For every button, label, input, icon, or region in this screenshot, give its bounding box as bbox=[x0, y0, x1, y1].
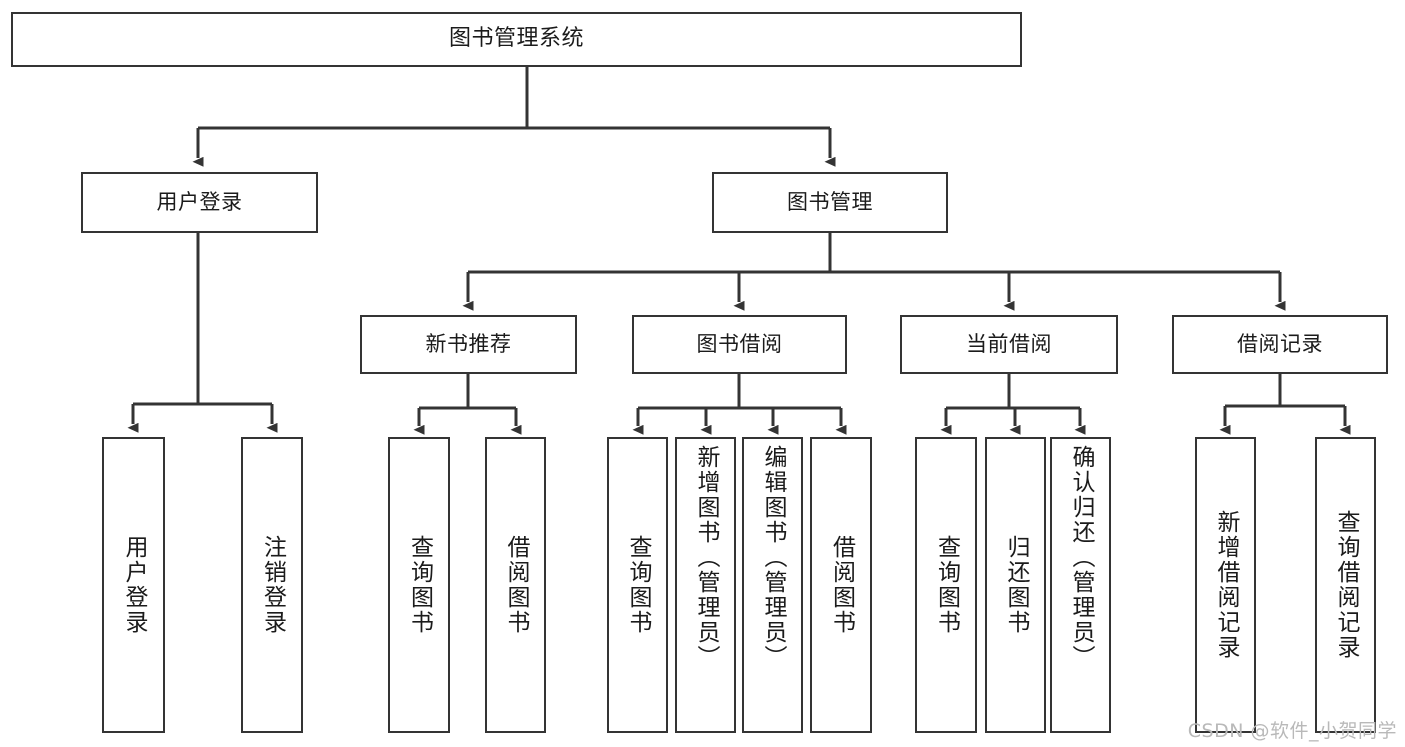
node-leaf-query-book-recommend[interactable]: 查询图书 bbox=[388, 437, 450, 733]
node-root-book-management-system[interactable]: 图书管理系统 bbox=[11, 12, 1022, 67]
node-leaf-logout[interactable]: 注销登录 bbox=[241, 437, 303, 733]
node-leaf-query-book-borrow[interactable]: 查询图书 bbox=[607, 437, 668, 733]
node-book-borrow[interactable]: 图书借阅 bbox=[632, 315, 847, 374]
node-label: 新增借阅记录 bbox=[1213, 510, 1239, 660]
node-label: 查询图书 bbox=[933, 535, 960, 635]
node-leaf-confirm-return-admin[interactable]: 确认归还（管理员） bbox=[1050, 437, 1111, 733]
node-label: 图书借阅 bbox=[696, 331, 783, 356]
node-label: 确认归还（管理员） bbox=[1068, 445, 1094, 670]
node-leaf-query-book-current[interactable]: 查询图书 bbox=[915, 437, 977, 733]
node-label: 用户登录 bbox=[121, 535, 147, 635]
node-leaf-add-book-admin[interactable]: 新增图书（管理员） bbox=[675, 437, 736, 733]
node-label: 归还图书 bbox=[1003, 535, 1029, 635]
node-leaf-user-login[interactable]: 用户登录 bbox=[102, 437, 165, 733]
node-label: 当前借阅 bbox=[966, 331, 1052, 356]
node-label: 借阅图书 bbox=[828, 535, 855, 635]
node-label: 查询图书 bbox=[406, 535, 433, 635]
node-label: 查询借阅记录 bbox=[1333, 510, 1359, 660]
node-label: 图书管理系统 bbox=[448, 26, 584, 52]
node-label: 注销登录 bbox=[259, 535, 286, 635]
node-leaf-borrow-book-recommend[interactable]: 借阅图书 bbox=[485, 437, 546, 733]
node-label: 查询图书 bbox=[625, 535, 651, 635]
node-label: 新书推荐 bbox=[425, 331, 512, 356]
node-current-borrow[interactable]: 当前借阅 bbox=[900, 315, 1118, 374]
node-leaf-edit-book-admin[interactable]: 编辑图书（管理员） bbox=[742, 437, 803, 733]
node-new-book-recommend[interactable]: 新书推荐 bbox=[360, 315, 577, 374]
node-leaf-query-borrow-record[interactable]: 查询借阅记录 bbox=[1315, 437, 1376, 733]
watermark: CSDN @软件_小贺同学 bbox=[1187, 720, 1397, 742]
node-leaf-return-book[interactable]: 归还图书 bbox=[985, 437, 1046, 733]
node-label: 新增图书（管理员） bbox=[693, 445, 719, 670]
node-user-login[interactable]: 用户登录 bbox=[81, 172, 318, 233]
node-label: 借阅图书 bbox=[503, 535, 529, 635]
node-leaf-borrow-book[interactable]: 借阅图书 bbox=[810, 437, 872, 733]
node-label: 图书管理 bbox=[787, 189, 873, 214]
node-leaf-add-borrow-record[interactable]: 新增借阅记录 bbox=[1195, 437, 1256, 733]
node-label: 用户登录 bbox=[156, 189, 243, 214]
node-label: 编辑图书（管理员） bbox=[760, 445, 786, 670]
node-label: 借阅记录 bbox=[1237, 331, 1323, 356]
node-borrow-record[interactable]: 借阅记录 bbox=[1172, 315, 1388, 374]
node-book-management[interactable]: 图书管理 bbox=[712, 172, 948, 233]
